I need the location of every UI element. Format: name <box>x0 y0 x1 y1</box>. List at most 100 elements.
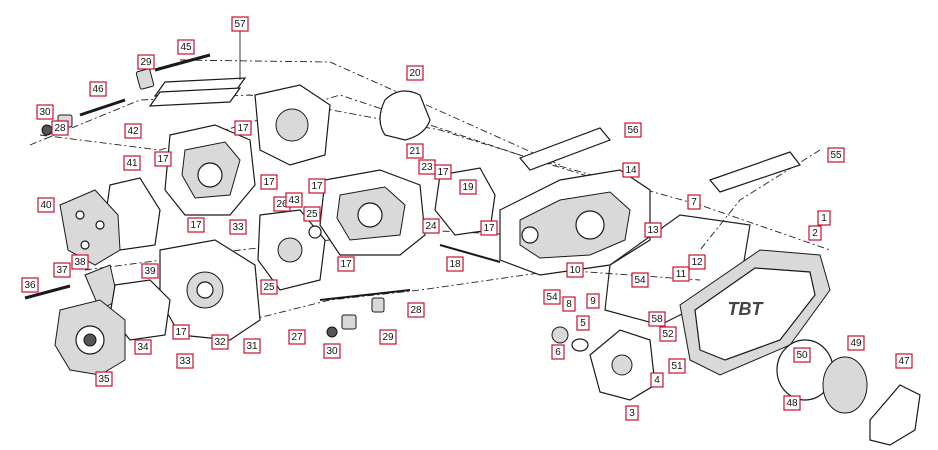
callout-box <box>793 347 811 363</box>
callout-box <box>551 344 565 360</box>
callout-box <box>288 329 306 345</box>
callout-c25b: 25 <box>260 279 278 295</box>
callout-c20: 20 <box>406 65 424 81</box>
callout-box <box>177 39 195 55</box>
callout-c33b: 33 <box>176 353 194 369</box>
callout-box <box>586 293 600 309</box>
callout-box <box>668 358 686 374</box>
callout-box <box>51 120 69 136</box>
callout-box <box>53 262 71 278</box>
callout-number: 36 <box>24 280 36 291</box>
callout-number: 19 <box>462 182 474 193</box>
callout-number: 33 <box>179 356 191 367</box>
callout-box <box>37 197 55 213</box>
callout-number: 50 <box>796 350 808 361</box>
callout-box <box>243 338 261 354</box>
gasket-strip-55 <box>708 151 801 193</box>
callout-number: 9 <box>590 296 596 307</box>
callout-c25a: 25 <box>303 206 321 222</box>
callout-box <box>21 277 39 293</box>
callout-box <box>89 81 107 97</box>
callout-c52: 52 <box>659 326 677 342</box>
callout-box <box>95 371 113 387</box>
callout-c33a: 33 <box>229 219 247 235</box>
callout-box <box>141 263 159 279</box>
callout-c12: 12 <box>688 254 706 270</box>
callout-c17a: 17 <box>154 151 172 167</box>
callout-number: 46 <box>92 84 104 95</box>
callout-box <box>648 311 666 327</box>
callout-c32: 32 <box>211 334 229 350</box>
callout-c51: 51 <box>668 358 686 374</box>
callout-number: 17 <box>157 154 169 165</box>
callout-c17h: 17 <box>434 164 452 180</box>
callout-box <box>337 256 355 272</box>
callout-box <box>285 192 303 208</box>
callout-box <box>260 279 278 295</box>
callout-number: 17 <box>190 220 202 231</box>
callout-number: 28 <box>54 123 66 134</box>
callout-number: 11 <box>676 269 687 280</box>
callout-number: 34 <box>137 342 149 353</box>
callout-number: 8 <box>566 299 572 310</box>
callout-number: 49 <box>850 338 862 349</box>
callout-box <box>422 218 440 234</box>
callout-number: 51 <box>671 361 683 372</box>
callout-c45: 45 <box>177 39 195 55</box>
callout-c17f: 17 <box>172 324 190 340</box>
callout-number: 52 <box>662 329 674 340</box>
callout-c9: 9 <box>586 293 600 309</box>
callout-box <box>71 254 89 270</box>
callout-number: 25 <box>306 209 318 220</box>
callout-number: 47 <box>898 356 910 367</box>
plate-4 <box>551 326 656 401</box>
callout-c50: 50 <box>793 347 811 363</box>
callout-number: 20 <box>409 68 421 79</box>
crankcase-left-lower <box>84 239 261 341</box>
callout-number: 17 <box>237 123 249 134</box>
callout-number: 37 <box>56 265 68 276</box>
side-cover-40-41 <box>59 177 161 266</box>
callout-number: 3 <box>629 408 635 419</box>
callout-box <box>137 54 155 70</box>
callout-c36: 36 <box>21 277 39 293</box>
callout-c39: 39 <box>141 263 159 279</box>
magneto-cover-35 <box>54 299 126 376</box>
callout-box <box>36 104 54 120</box>
callout-number: 4 <box>654 375 660 386</box>
callout-c37: 37 <box>53 262 71 278</box>
callout-number: 24 <box>425 221 437 232</box>
callout-number: 39 <box>144 266 156 277</box>
callout-number: 33 <box>232 222 244 233</box>
callout-c35: 35 <box>95 371 113 387</box>
callout-box <box>783 395 801 411</box>
callout-box <box>847 335 865 351</box>
callout-number: 56 <box>627 125 639 136</box>
cover-rings-47-49-48 <box>776 339 921 446</box>
callout-c18: 18 <box>446 256 464 272</box>
callout-box <box>406 143 424 159</box>
callout-box <box>817 210 831 226</box>
callout-c17c: 17 <box>260 174 278 190</box>
callout-number: 30 <box>39 107 51 118</box>
callout-box <box>480 220 498 236</box>
callout-c54a: 54 <box>543 289 561 305</box>
callout-number: 17 <box>311 181 323 192</box>
callout-box <box>644 222 662 238</box>
transmission-cover-1: TBT <box>679 249 831 376</box>
callout-c54b: 54 <box>631 272 649 288</box>
callout-box <box>123 155 141 171</box>
callout-number: 26 <box>276 199 288 210</box>
callout-box <box>459 179 477 195</box>
callout-box <box>187 217 205 233</box>
callout-box <box>625 405 639 421</box>
callout-number: 1 <box>821 213 827 224</box>
callout-c23: 23 <box>418 159 436 175</box>
bolt-36-37 <box>24 284 71 300</box>
callout-number: 14 <box>625 165 637 176</box>
callout-number: 45 <box>180 42 192 53</box>
callout-box <box>211 334 229 350</box>
callout-box <box>576 315 590 331</box>
